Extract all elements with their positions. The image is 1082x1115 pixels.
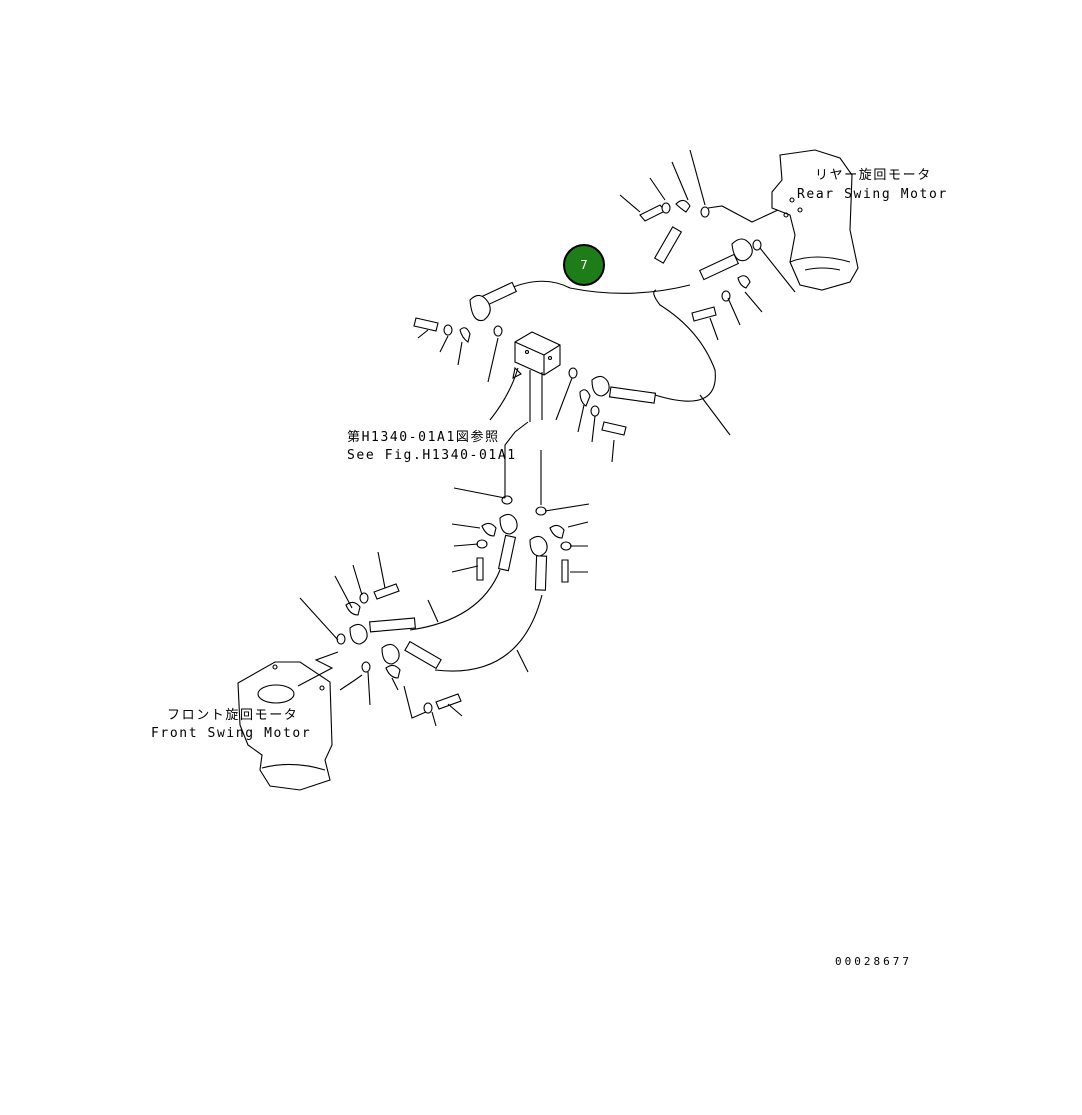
item-callout-number: 7 [580, 258, 588, 272]
see-fig-label-jp: 第H1340-01A1図参照 [347, 430, 500, 445]
item-callout-7[interactable]: 7 [563, 244, 605, 286]
fittings [336, 199, 762, 714]
front-swing-motor [237, 661, 333, 791]
leader-lines [297, 149, 796, 727]
rear-motor-label-en: Rear Swing Motor [797, 187, 948, 202]
hoses [369, 226, 740, 672]
rear-motor-label-jp: リヤー旋回モータ [815, 168, 932, 183]
valve-block [514, 331, 561, 376]
front-motor-label-jp: フロント旋回モータ [167, 708, 299, 723]
front-motor-label-en: Front Swing Motor [151, 726, 312, 741]
see-fig-label-en: See Fig.H1340-01A1 [347, 448, 517, 463]
drawing-number: 00028677 [835, 955, 912, 968]
rear-swing-motor [771, 149, 859, 291]
